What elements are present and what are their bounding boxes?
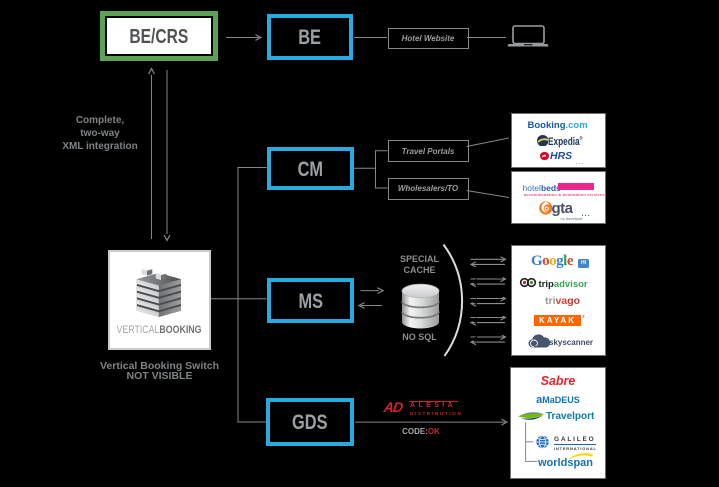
svg-text:VERTICALBOOKING: VERTICALBOOKING <box>116 324 201 336</box>
